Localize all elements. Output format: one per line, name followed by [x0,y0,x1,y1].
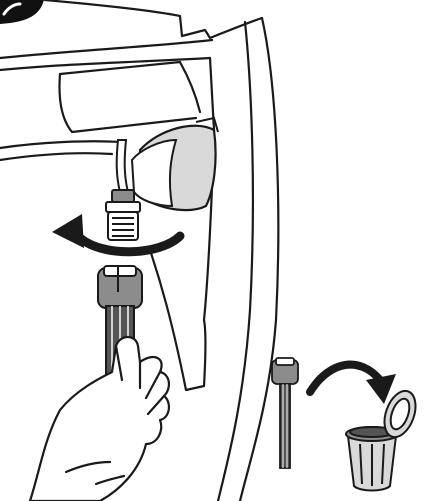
spout-housing [132,118,218,210]
curved-arrow-icon [310,365,396,404]
hand [30,337,169,501]
small-nozzle [272,358,298,468]
step-badge [0,0,44,24]
